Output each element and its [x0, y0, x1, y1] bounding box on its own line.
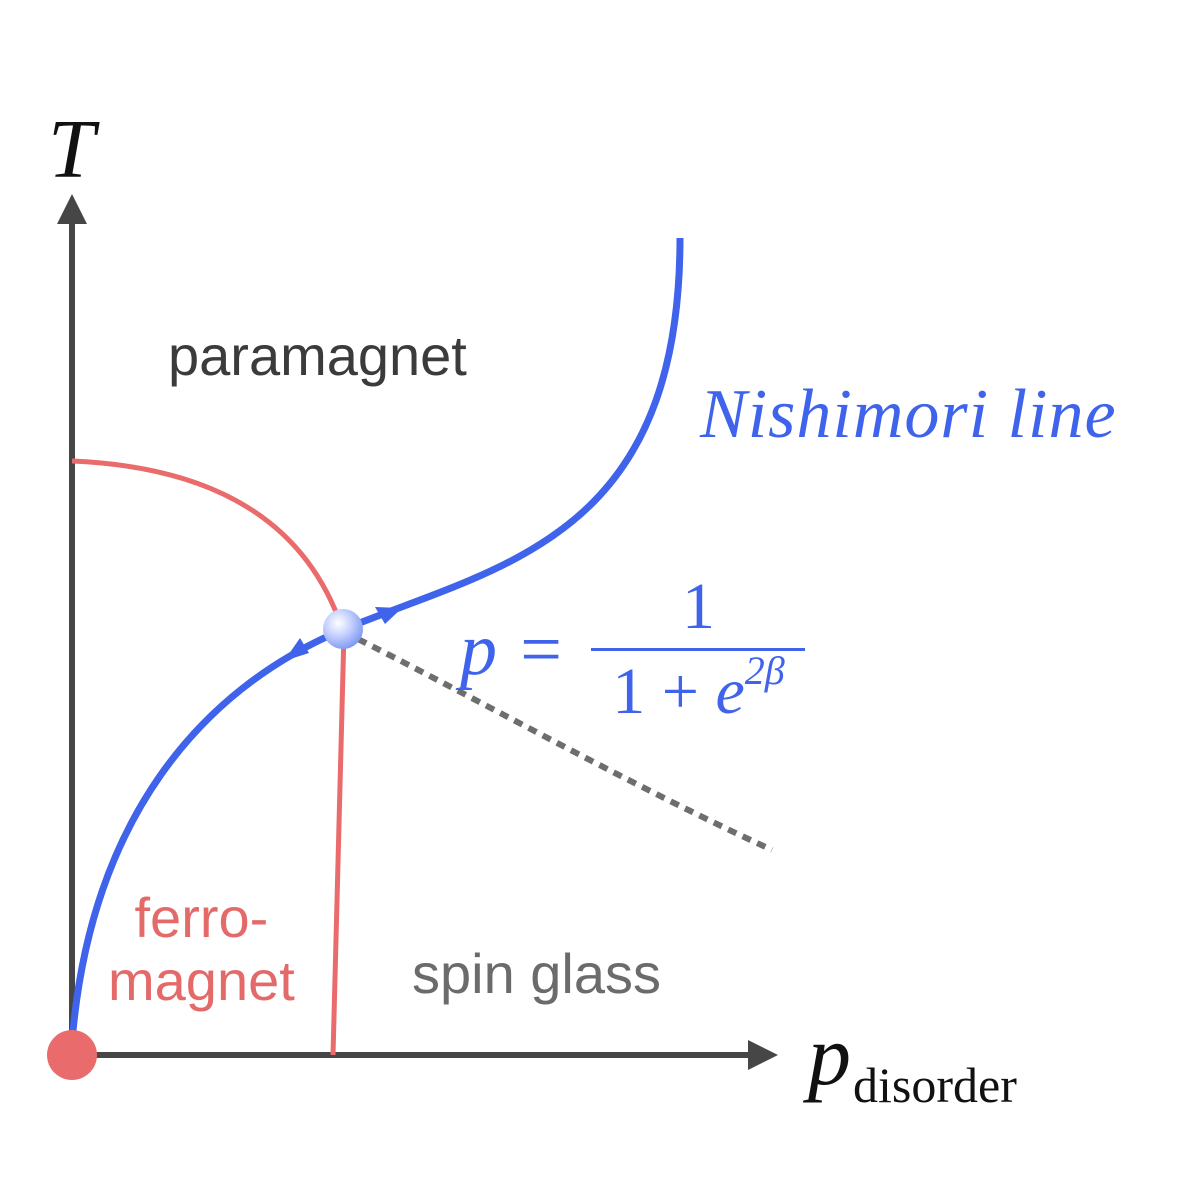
- y-axis-label: T: [48, 103, 95, 196]
- x-axis-arrowhead-icon: [748, 1040, 778, 1070]
- origin-node-icon: [47, 1030, 97, 1080]
- nishimori-point-icon: [323, 609, 363, 649]
- region-label-spin-glass: spin glass: [412, 942, 662, 1005]
- flow-arrow-up-icon: [375, 607, 402, 624]
- formula-den-base: e: [715, 655, 745, 728]
- nishimori-line-label: Nishimori line: [700, 376, 1117, 453]
- region-label-ferro-line2: magnet: [108, 949, 295, 1013]
- x-axis-label-subscript: disorder: [853, 1057, 1017, 1113]
- flow-arrow-down-icon: [284, 638, 309, 661]
- formula-numerator: 1: [681, 570, 715, 643]
- formula-fraction: 1 1 + e2β: [591, 570, 806, 725]
- region-label-paramagnet: paramagnet: [168, 324, 467, 387]
- region-label-ferromagnet: ferro- magnet: [108, 886, 295, 1013]
- y-axis-arrowhead-icon: [57, 194, 87, 224]
- x-axis-label: pdisorder: [808, 1012, 1017, 1110]
- formula-fraction-bar: [591, 648, 806, 651]
- nishimori-formula: p = 1 1 + e2β: [460, 570, 806, 725]
- formula-den-exponent: 2β: [744, 648, 785, 693]
- ferro-para-boundary: [71, 458, 345, 629]
- ferro-spinglass-boundary: [330, 631, 347, 1056]
- formula-lhs: p =: [460, 608, 566, 691]
- region-label-ferro-line1: ferro-: [134, 886, 269, 949]
- formula-den-prefix: 1 +: [612, 655, 716, 728]
- formula-denominator: 1 + e2β: [612, 651, 784, 725]
- x-axis-label-main: p: [808, 1007, 851, 1103]
